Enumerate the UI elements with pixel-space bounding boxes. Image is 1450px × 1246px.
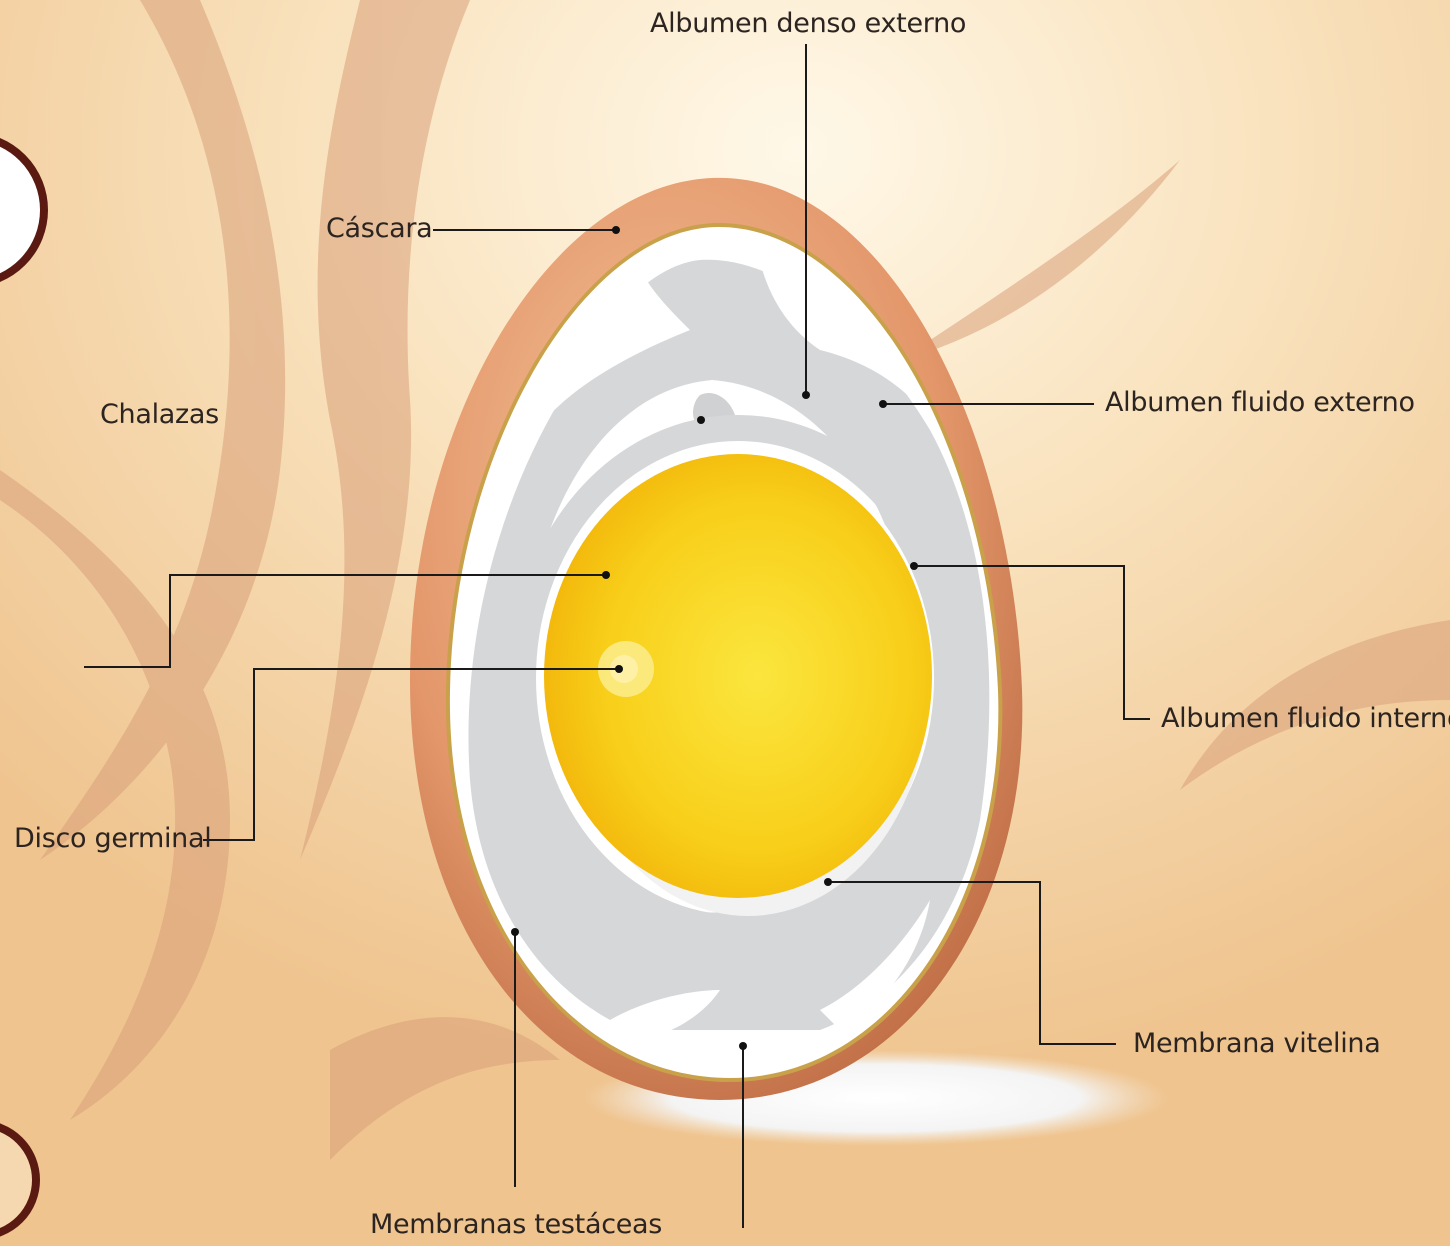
label-cascara: Cáscara — [326, 213, 432, 245]
label-disco-germinal: Disco germinal — [14, 823, 211, 855]
label-membranas-testaceas: Membranas testáceas — [370, 1209, 662, 1241]
label-membrana-vitelina: Membrana vitelina — [1133, 1028, 1380, 1060]
label-chalazas: Chalazas — [100, 399, 219, 431]
label-albumen-fluido-interno: Albumen fluido interno — [1161, 703, 1450, 735]
label-albumen-denso-externo: Albumen denso externo — [650, 8, 966, 40]
label-albumen-fluido-externo: Albumen fluido externo — [1105, 387, 1415, 419]
